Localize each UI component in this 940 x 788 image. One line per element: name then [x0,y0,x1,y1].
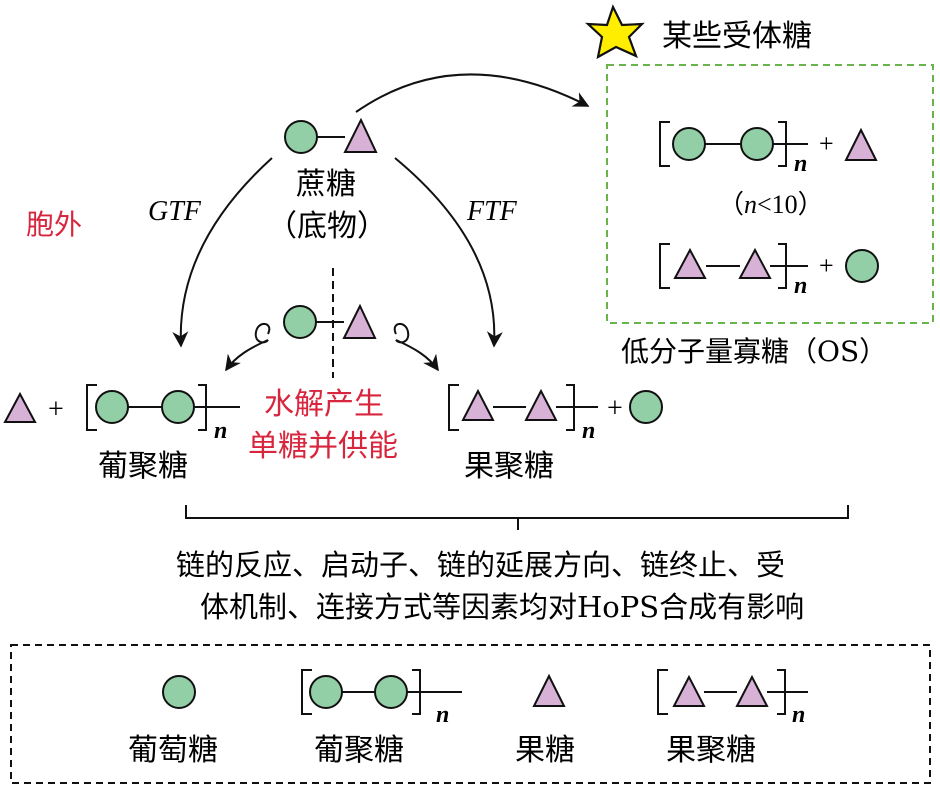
sucrose-molecule [284,117,378,154]
glucose-unit-icon [283,305,317,339]
substrate-label: （底物） [267,209,387,244]
legend-fructan-label: 果聚糖 [666,733,756,768]
hydrolysis-arrow-left [225,323,271,372]
legend-fructose: 果糖 [515,673,575,768]
glucose-unit-icon [161,390,195,424]
fructose-unit-icon [673,247,707,279]
legend-glucan: n 葡聚糖 [301,669,462,768]
glucan-product: + n [3,384,240,444]
glucose-unit-icon [672,127,706,161]
plus-sign: + [819,251,834,280]
fructan-label: 果聚糖 [464,449,554,484]
os-label: 低分子量寡糖（OS） [621,335,887,368]
arrow-ftf [394,157,503,348]
os-condition: （n<10） [718,190,824,220]
arrow-to-os [355,73,590,113]
subscript-n: n [792,702,805,728]
glucose-unit-icon [845,249,879,283]
gtf-label: GTF [148,196,202,227]
fructose-unit-icon [343,117,378,153]
fructose-unit-icon [461,388,495,421]
factors-line-2: 体机制、连接方式等因素均对HoPS合成有影响 [200,590,804,624]
plus-sign: + [48,394,64,425]
factors-line-1: 链的反应、启动子、链的延展方向、链终止、受 [176,548,785,582]
fructan-product: n + [448,384,663,444]
star-icon [585,4,645,60]
glucose-unit-icon [284,120,318,154]
subscript-n: n [214,418,227,444]
hydrolysis-arrow-right [393,323,439,372]
fructose-unit-icon [738,247,772,279]
fructose-unit-icon [342,303,377,339]
os-fructan-oligomer: n + [659,243,879,299]
sucrose-label: 蔗糖 [296,167,356,202]
hydrolysis-label-2: 单糖并供能 [248,429,398,464]
os-box [606,64,934,324]
legend-glucose: 葡萄糖 [128,675,218,768]
legend-glucose-label: 葡萄糖 [128,733,218,768]
glucose-icon [162,675,196,709]
fructose-unit-icon [3,391,37,423]
plus-sign: + [819,129,834,158]
glucose-unit-icon [629,390,663,424]
legend-glucan-label: 葡聚糖 [314,733,404,768]
subscript-n: n [436,702,449,728]
hydrolysis-label-1: 水解产生 [264,387,384,422]
ftf-label: FTF [466,196,518,227]
fructose-unit-icon [672,674,706,707]
extracellular-label: 胞外 [26,208,82,241]
subscript-n: n [794,151,807,177]
grouping-brace [185,505,849,530]
glucose-unit-icon [95,390,129,424]
fructose-unit-icon [844,127,878,161]
sucrose-molecule-center [283,303,377,339]
fructose-unit-icon [524,388,558,421]
acceptor-label: 某些受体糖 [662,19,812,54]
legend-box [10,644,931,784]
glucose-unit-icon [740,127,774,161]
plus-sign: + [607,393,623,424]
legend-fructose-label: 果糖 [515,733,575,768]
subscript-n: n [582,418,595,444]
legend-fructan: n 果聚糖 [657,669,808,768]
subscript-n: n [794,273,807,299]
glucan-label: 葡聚糖 [98,449,188,484]
fructose-icon [532,673,566,707]
os-glucan-oligomer: n + [659,121,878,177]
fructose-unit-icon [735,674,769,707]
glucose-unit-icon [309,675,343,709]
arrow-gtf [172,157,273,348]
glucose-unit-icon [374,675,408,709]
